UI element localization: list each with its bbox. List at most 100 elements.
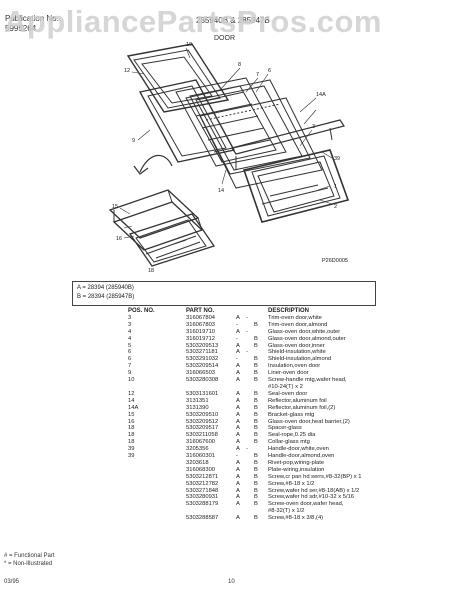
cell-model-b: B bbox=[254, 370, 258, 377]
cell-part-no: 3131390 bbox=[186, 404, 209, 411]
cell-part-no: 5303212871 bbox=[186, 473, 219, 480]
cell-model-a: A bbox=[236, 494, 240, 501]
cell-part-no: 5303288587 bbox=[186, 515, 219, 522]
cell-model-b: B bbox=[254, 494, 258, 501]
cell-pos-no: 3 bbox=[128, 321, 132, 328]
cell-part-no: 316066503 bbox=[186, 370, 216, 377]
insulation-panel bbox=[175, 77, 287, 167]
callout-1: 1 bbox=[334, 184, 337, 190]
cell-pos-no: 6 bbox=[128, 356, 132, 363]
cell-model-b bbox=[254, 446, 268, 453]
cell-model-b bbox=[254, 315, 268, 322]
exploded-door-diagram: 10 12 9 8 7 6 14A 14 3 39 2 1 15 16 18 P… bbox=[108, 42, 350, 274]
cell-description: Bracket-glass mtg bbox=[268, 411, 315, 418]
cell-model-a: A bbox=[236, 314, 240, 321]
cell-description: Reflector,aluminum foil bbox=[268, 397, 327, 404]
cell-description: Insulation,oven door bbox=[268, 363, 321, 370]
cell-flag bbox=[246, 488, 254, 495]
cell-pos-no bbox=[128, 508, 186, 515]
callout-18: 18 bbox=[148, 268, 154, 274]
cell-flag bbox=[246, 322, 254, 329]
door-handle bbox=[231, 119, 345, 170]
cell-model-b: B bbox=[254, 418, 258, 425]
cell-flag bbox=[246, 419, 254, 426]
cell-description: Glass-oven door,white,outer bbox=[268, 328, 341, 335]
cell-pos-no: 15 bbox=[128, 411, 135, 418]
cell-model-a: A bbox=[236, 446, 240, 453]
header-model-b bbox=[254, 308, 268, 315]
cell-model-a: A bbox=[236, 459, 240, 466]
assembly-arrow bbox=[133, 154, 173, 175]
table-row: #8-32(T) x 1/2 bbox=[128, 508, 418, 515]
cell-model-a: A bbox=[236, 342, 240, 349]
cell-model-b: B bbox=[254, 439, 258, 446]
cell-description: Glass-oven door,almond,outer bbox=[268, 335, 346, 342]
cell-flag bbox=[246, 460, 254, 467]
cell-model-a: A bbox=[236, 439, 240, 446]
legend-line-b: B = 28394 (285947B) bbox=[77, 294, 135, 300]
inner-glass-pack bbox=[108, 189, 216, 267]
callout-12: 12 bbox=[124, 68, 130, 74]
header-flag bbox=[246, 308, 254, 315]
cell-model-b bbox=[254, 384, 268, 391]
cell-model-a: A bbox=[236, 328, 240, 335]
header-part-no: PART NO. bbox=[186, 308, 215, 314]
cell-description: Plate-wiring,insulation bbox=[268, 466, 325, 473]
cell-model-b: B bbox=[254, 411, 258, 418]
cell-model-a: A bbox=[236, 363, 240, 370]
cell-part-no: 5303209514 bbox=[186, 363, 219, 370]
cell-description: Screw,wafer hd sdr,#10-32 x 5/16 bbox=[268, 494, 355, 501]
cell-model-b: B bbox=[254, 397, 258, 404]
cell-model-a: A bbox=[236, 480, 240, 487]
cell-description: Screw,#8-18 x 3/8,(4) bbox=[268, 515, 324, 522]
cell-pos-no bbox=[128, 501, 186, 508]
cell-flag bbox=[246, 343, 254, 350]
cell-flag bbox=[246, 508, 254, 515]
cell-model-b: B bbox=[254, 459, 258, 466]
cell-description: Handle-door,almond,oven bbox=[268, 453, 335, 460]
cell-flag bbox=[246, 439, 254, 446]
cell-flag bbox=[246, 336, 254, 343]
cell-model-a: A bbox=[236, 404, 240, 411]
cell-flag bbox=[246, 432, 254, 439]
cell-pos-no bbox=[128, 460, 186, 467]
publication-label: Publication No. bbox=[5, 14, 59, 23]
diagram-code: P26D0005 bbox=[322, 258, 348, 264]
cell-part-no: 316067804 bbox=[186, 314, 216, 321]
cell-part-no: 316019712 bbox=[186, 335, 216, 342]
cell-description: Shield-insulation,white bbox=[268, 349, 326, 356]
callout-2: 2 bbox=[334, 204, 337, 210]
callout-3: 3 bbox=[312, 124, 315, 130]
watermark-text: AppliancePartsPros.com bbox=[4, 4, 382, 39]
cell-part-no: 316019710 bbox=[186, 328, 216, 335]
cell-model-b: B bbox=[254, 321, 258, 328]
cell-pos-no bbox=[128, 488, 186, 495]
cell-model-b bbox=[254, 349, 268, 356]
callout-8: 8 bbox=[238, 62, 241, 68]
cell-description: Liner-oven door bbox=[268, 370, 309, 377]
cell-flag bbox=[246, 370, 254, 377]
cell-flag bbox=[246, 391, 254, 398]
cell-pos-no: 39 bbox=[128, 446, 135, 453]
cell-description: Screw,cr pan hd serrs,#8-32(BP) x 1 bbox=[268, 473, 362, 480]
cell-description: Glass-oven door,heat barrier,(2) bbox=[268, 418, 350, 425]
cell-part-no: 5303271181 bbox=[186, 349, 218, 356]
cell-model-a: - bbox=[236, 321, 238, 328]
cell-description: Rivet-pop,wiring-plate bbox=[268, 459, 325, 466]
cell-model-b: B bbox=[254, 342, 258, 349]
cell-flag: - bbox=[246, 446, 248, 453]
cell-part-no: 5303209517 bbox=[186, 425, 219, 432]
cell-model-b: B bbox=[254, 432, 258, 439]
cell-model-b bbox=[254, 329, 268, 336]
